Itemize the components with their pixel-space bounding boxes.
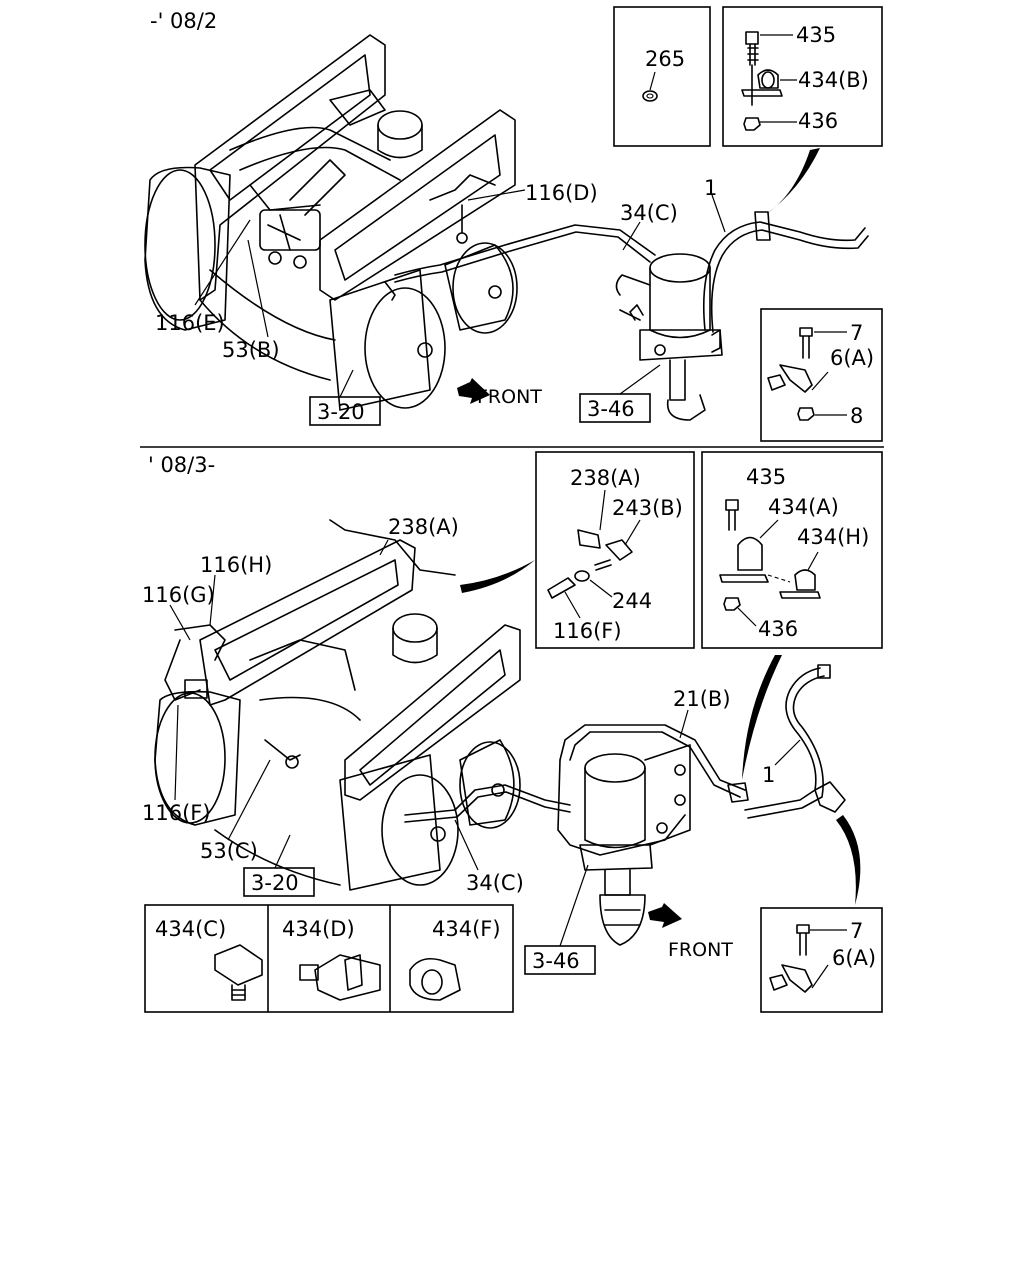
bottom-label-1: 1 [762, 739, 801, 787]
top-pipe-34c [394, 224, 656, 283]
bottom-label-53c: 53(C) [200, 759, 271, 863]
svg-text:434(C): 434(C) [155, 917, 226, 941]
bottom-callout-arrow-fitting [460, 560, 535, 593]
bottom-label-116f: 116(F) [142, 704, 211, 825]
top-callout-arrow [765, 148, 820, 215]
svg-text:116(G): 116(G) [142, 583, 215, 607]
bottom-label-238a: 238(A) [379, 515, 459, 556]
bottom-label-116g: 116(G) [142, 583, 215, 641]
svg-text:434(A): 434(A) [768, 495, 839, 519]
svg-text:435: 435 [746, 465, 786, 489]
clip-434f: 434(F) [409, 917, 501, 1001]
bottom-pipe-34c [404, 784, 571, 823]
top-front-arrow: FRONT [457, 378, 542, 408]
bottom-period-label: ' 08/3- [148, 453, 215, 477]
svg-text:436: 436 [798, 109, 838, 133]
bottom-callout-arrow-bracket [836, 815, 861, 905]
svg-text:53(B): 53(B) [222, 338, 280, 362]
svg-text:53(C): 53(C) [200, 839, 258, 863]
top-compressor-tank-assembly [144, 34, 518, 411]
svg-text:243(B): 243(B) [612, 496, 683, 520]
top-label-34c: 34(C) [620, 201, 678, 251]
top-inset-bracket: 7 6(A) 8 [760, 308, 883, 442]
svg-text:FRONT: FRONT [477, 386, 542, 408]
svg-text:265: 265 [645, 47, 685, 71]
top-label-53b: 53(B) [222, 239, 280, 362]
top-inset-265: 265 [613, 6, 711, 147]
svg-text:434(H): 434(H) [797, 525, 869, 549]
svg-text:3-46: 3-46 [532, 949, 580, 973]
svg-text:6(A): 6(A) [832, 946, 876, 970]
svg-text:244: 244 [612, 589, 652, 613]
bottom-air-dryer [579, 744, 691, 946]
bottom-label-116h: 116(H) [200, 553, 272, 626]
svg-text:3-20: 3-20 [317, 400, 365, 424]
bottom-inset-bracket: 7 6(A) [760, 907, 883, 1013]
top-air-dryer [615, 253, 723, 421]
clip-434c: 434(C) [155, 917, 263, 1001]
top-period-label: -' 08/2 [150, 9, 217, 33]
svg-text:434(B): 434(B) [798, 68, 869, 92]
bottom-ref-3-46: 3-46 [524, 864, 596, 975]
svg-text:FRONT: FRONT [668, 939, 733, 961]
svg-text:116(D): 116(D) [525, 181, 598, 205]
top-label-116e: 116(E) [155, 219, 251, 335]
svg-text:6(A): 6(A) [830, 346, 874, 370]
svg-text:8: 8 [850, 404, 863, 428]
svg-text:116(F): 116(F) [142, 801, 211, 825]
bottom-inset-fitting: 238(A) 243(B) 244 116(F) [535, 451, 695, 649]
svg-text:238(A): 238(A) [388, 515, 459, 539]
top-ref-3-20: 3-20 [309, 369, 381, 426]
bottom-compressor-tank-assembly [154, 519, 521, 891]
svg-text:116(E): 116(E) [155, 311, 225, 335]
svg-text:238(A): 238(A) [570, 466, 641, 490]
svg-text:1: 1 [762, 763, 775, 787]
svg-text:436: 436 [758, 617, 798, 641]
svg-text:434(D): 434(D) [282, 917, 355, 941]
svg-text:116(F): 116(F) [553, 619, 622, 643]
svg-text:434(F): 434(F) [432, 917, 501, 941]
bottom-label-21b: 21(B) [673, 687, 731, 739]
top-label-1: 1 [704, 176, 726, 233]
top-ref-3-46: 3-46 [579, 364, 661, 423]
svg-text:1: 1 [704, 176, 717, 200]
bottom-hose-1 [727, 664, 846, 819]
bottom-label-34c: 34(C) [454, 819, 524, 895]
top-hose-1 [702, 211, 869, 333]
bottom-callout-arrow-clamp [742, 655, 782, 780]
bottom-ref-3-20: 3-20 [243, 834, 315, 897]
svg-text:7: 7 [850, 321, 863, 345]
svg-text:116(H): 116(H) [200, 553, 272, 577]
svg-text:3-20: 3-20 [251, 871, 299, 895]
clip-434d: 434(D) [282, 917, 381, 1001]
svg-text:7: 7 [850, 919, 863, 943]
svg-text:34(C): 34(C) [466, 871, 524, 895]
top-label-116d: 116(D) [467, 181, 598, 205]
bottom-inset-clamps: 435 434(A) 434(H) 436 [701, 451, 883, 649]
svg-text:435: 435 [796, 23, 836, 47]
svg-text:34(C): 34(C) [620, 201, 678, 225]
bottom-clip-row: 434(C) 434(D) 434(F) [144, 904, 514, 1013]
top-inset-clamp: 435 434(B) 436 [722, 6, 883, 147]
svg-text:21(B): 21(B) [673, 687, 731, 711]
svg-text:3-46: 3-46 [587, 397, 635, 421]
bottom-front-arrow: FRONT [648, 903, 733, 961]
bottom-pipe-21b [557, 724, 746, 856]
